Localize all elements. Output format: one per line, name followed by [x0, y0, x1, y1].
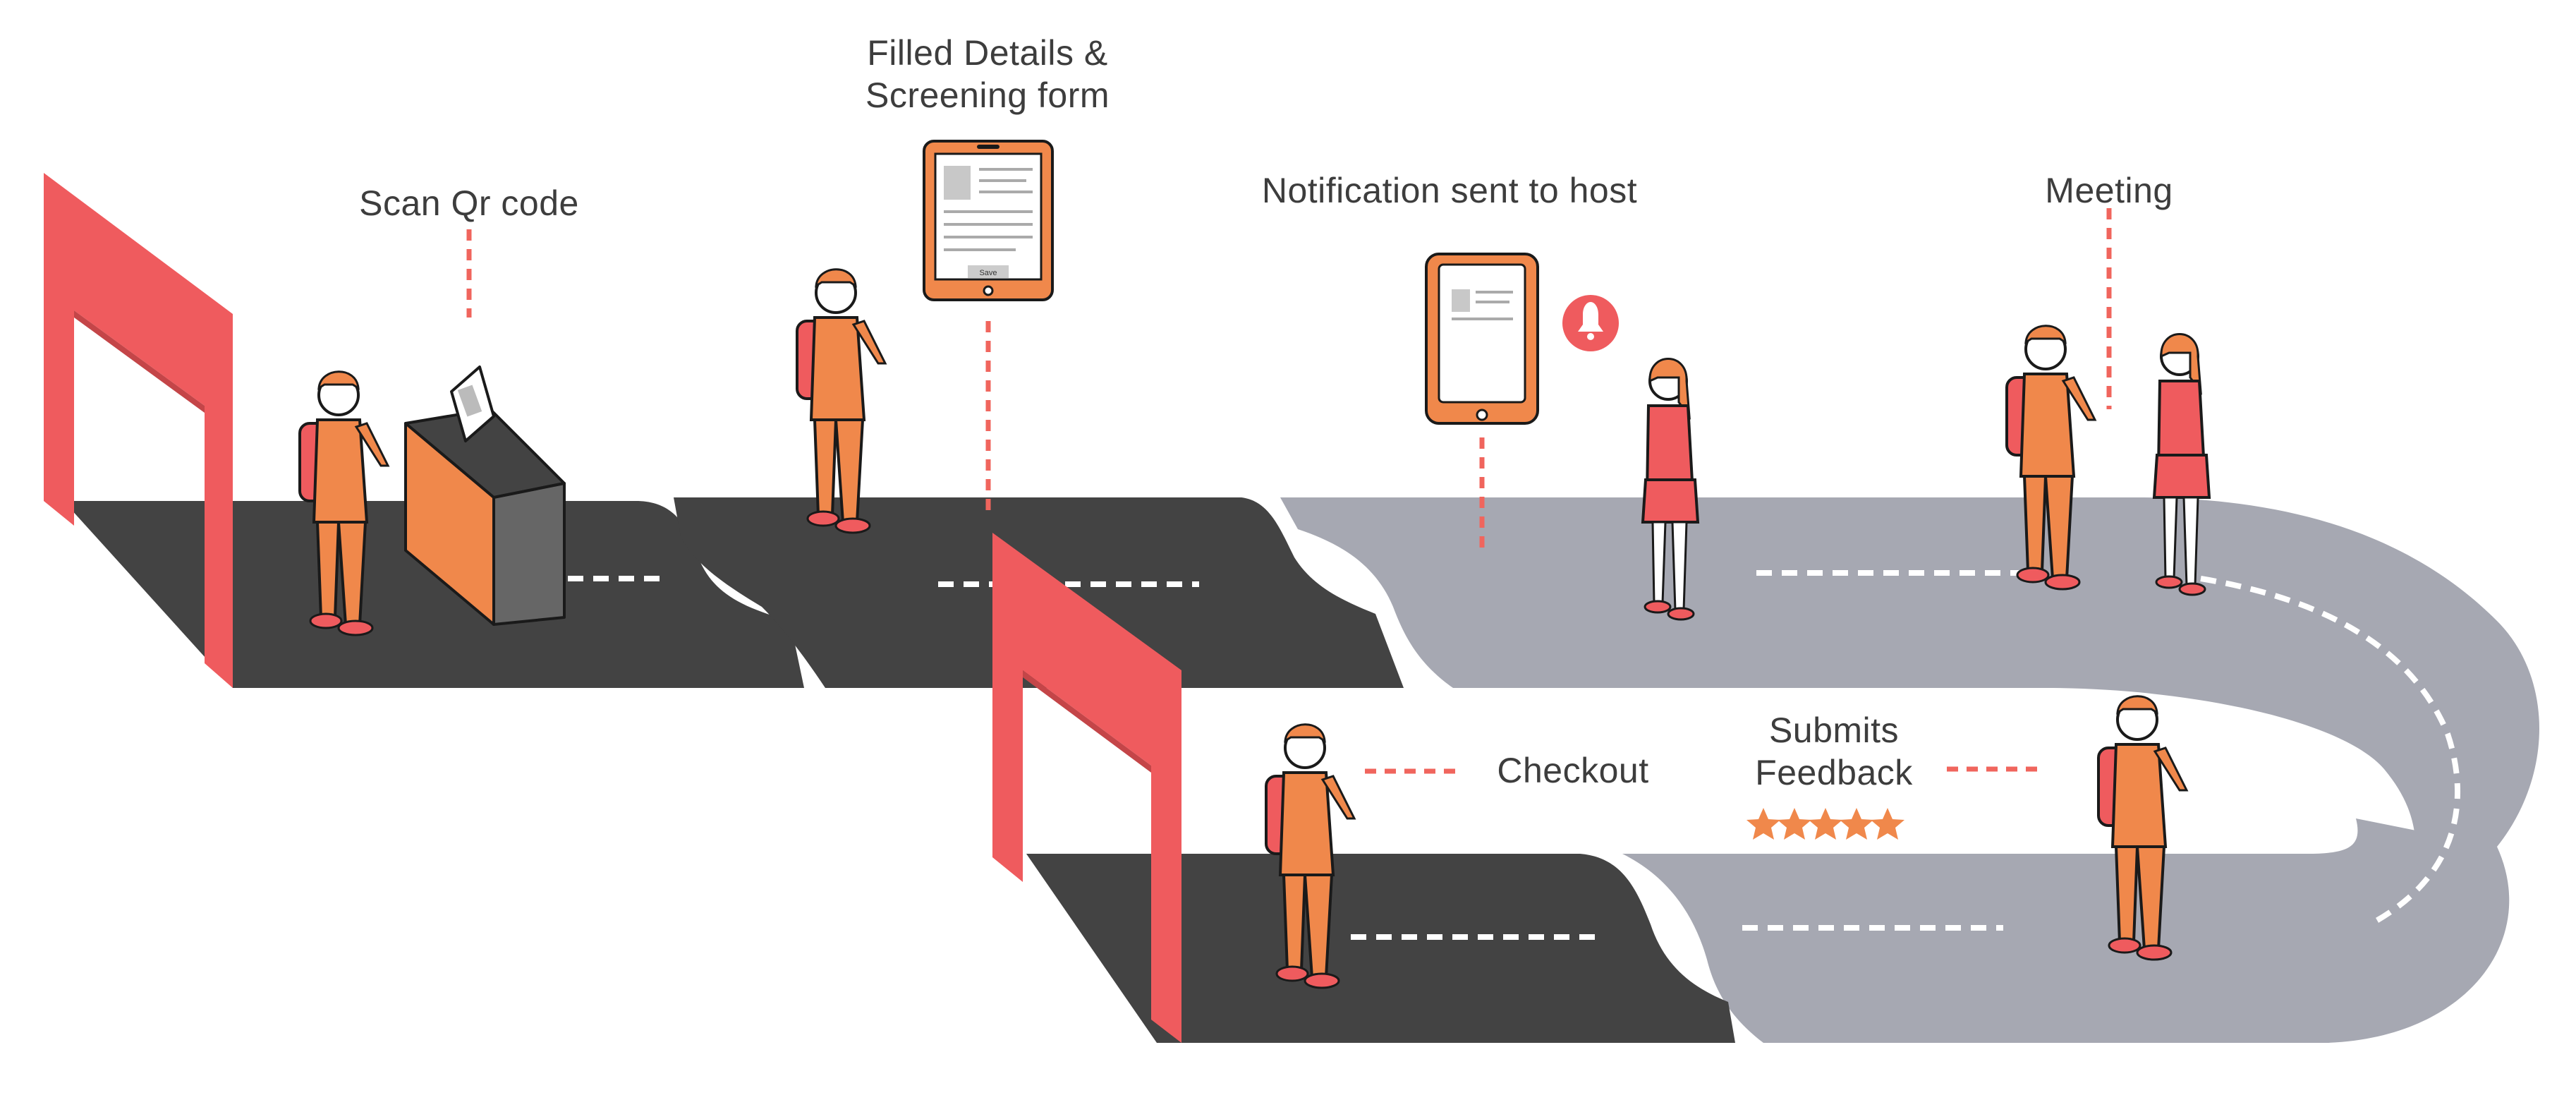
upper-grey-road [1280, 497, 2539, 896]
bell-icon [1562, 295, 1619, 351]
save-label: Save [979, 269, 997, 277]
step-label-form: Filled Details & Screening form [865, 33, 1110, 115]
step-label-checkout: Checkout [1497, 751, 1649, 790]
entry-gate [44, 173, 233, 688]
label-connectors [466, 208, 2112, 774]
tablet-notification-icon [1425, 253, 1539, 425]
road-dashes [568, 570, 2460, 940]
visitor-filling-form [796, 267, 887, 534]
step-label-meeting: Meeting [2045, 171, 2173, 210]
star-icon [1746, 808, 1780, 840]
lower-grey-road [1622, 818, 2510, 1043]
star-icon [1840, 808, 1873, 840]
star-icon [1871, 808, 1904, 840]
step-label-scan: Scan Qr code [359, 183, 579, 223]
rating-stars [1746, 808, 1904, 840]
star-icon [1778, 808, 1811, 840]
upper-dark-road [63, 501, 804, 688]
exit-gate [992, 533, 1181, 1043]
step-label-feedback: Submits Feedback [1755, 711, 1913, 792]
step-label-notification: Notification sent to host [1261, 171, 1638, 210]
star-icon [1809, 808, 1842, 840]
lower-dark-road [1026, 854, 1735, 1043]
tablet-form-icon: Save [923, 140, 1054, 301]
qr-scanner-kiosk-icon [404, 365, 566, 626]
